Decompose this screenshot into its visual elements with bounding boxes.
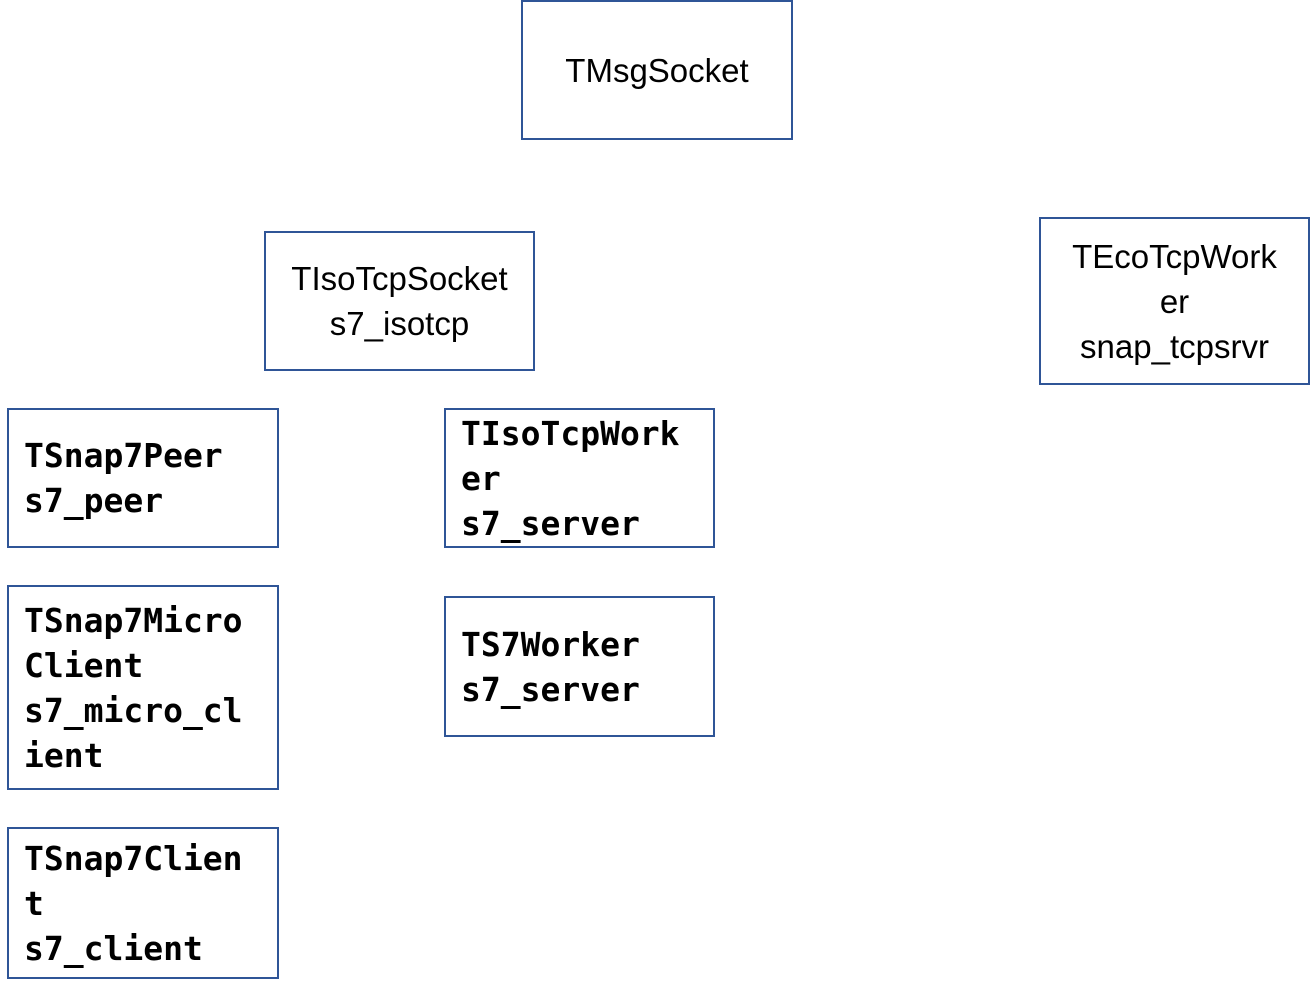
node-ts7worker: TS7Worker s7_server: [444, 596, 715, 737]
node-tsnap7client: TSnap7Clien t s7_client: [7, 827, 279, 979]
node-tmsgsocket-class-name: TMsgSocket: [565, 51, 749, 89]
node-tisotcpworker: TIsoTcpWork er s7_server: [444, 408, 715, 548]
node-tsnap7microclient: TSnap7Micro Client s7_micro_cl ient: [7, 585, 279, 790]
node-tisotcpworker-class-name-part2: er: [461, 458, 501, 498]
node-tisotcpworker-class-name-part1: TIsoTcpWork: [461, 413, 680, 453]
node-tsnap7client-class-name-part2: t: [24, 883, 44, 923]
node-tisotcpsocket: TIsoTcpSocket s7_isotcp: [264, 231, 535, 371]
node-tisotcpsocket-module-name: s7_isotcp: [329, 305, 470, 342]
node-tsnap7client-module-name: s7_client: [24, 928, 203, 968]
node-tsnap7peer-class-name: TSnap7Peer: [24, 436, 223, 475]
node-ts7worker-class-name: TS7Worker: [461, 624, 640, 664]
node-tecotcpworker: TEcoTcpWork er snap_tcpsrvr: [1039, 217, 1310, 385]
node-tecotcpworker-class-name-part2: er: [1159, 282, 1190, 320]
node-ts7worker-module-name: s7_server: [461, 669, 640, 709]
node-tecotcpworker-module-name: snap_tcpsrvr: [1080, 327, 1269, 365]
node-tmsgsocket: TMsgSocket: [521, 0, 793, 140]
node-tsnap7microclient-class-name-part1: TSnap7Micro: [24, 600, 243, 640]
node-tecotcpworker-class-name-part1: TEcoTcpWork: [1072, 237, 1277, 275]
node-tsnap7microclient-class-name-part2: Client: [24, 645, 144, 685]
node-tsnap7microclient-module-name-part1: s7_micro_cl: [24, 690, 243, 730]
node-tsnap7peer-module-name: s7_peer: [24, 481, 164, 520]
node-tisotcpsocket-class-name: TIsoTcpSocket: [291, 260, 508, 297]
node-tsnap7client-class-name-part1: TSnap7Clien: [24, 838, 243, 878]
node-tsnap7peer: TSnap7Peer s7_peer: [7, 408, 279, 548]
node-tisotcpworker-module-name: s7_server: [461, 503, 640, 543]
node-tsnap7microclient-module-name-part2: ient: [24, 735, 104, 775]
